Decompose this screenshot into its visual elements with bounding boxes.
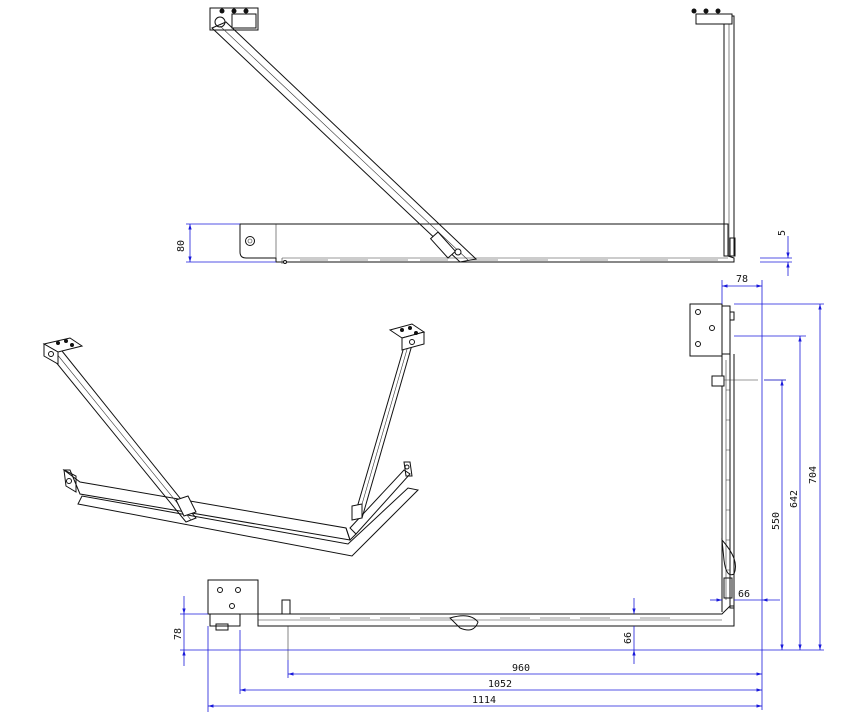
bar-end-hole-icon bbox=[245, 236, 255, 246]
dim-length-1114: 1114 bbox=[472, 695, 496, 706]
dim-top-width: 78 bbox=[736, 274, 748, 285]
dim-height-642: 642 bbox=[789, 490, 800, 508]
dim-offset-66-right: 66 bbox=[738, 589, 750, 600]
dim-top-offset: 5 bbox=[777, 230, 788, 236]
main-view: 78 704 642 550 66 66 78 bbox=[173, 274, 824, 712]
dim-height-704: 704 bbox=[808, 466, 819, 484]
top-view: 80 5 bbox=[176, 7, 792, 276]
dim-left-78: 78 bbox=[173, 628, 184, 640]
dim-offset-66-bottom: 66 bbox=[623, 632, 634, 644]
dim-top-height: 80 bbox=[176, 240, 187, 252]
dim-length-1052: 1052 bbox=[488, 679, 512, 690]
dim-length-960: 960 bbox=[512, 663, 530, 674]
isometric-view bbox=[42, 323, 426, 557]
dim-height-550: 550 bbox=[771, 512, 782, 530]
